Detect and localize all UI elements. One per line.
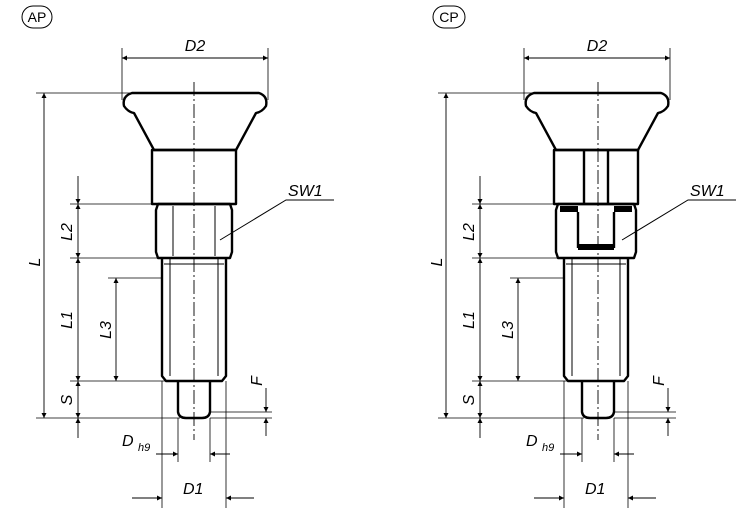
- ap-f-dimension: F: [210, 375, 272, 436]
- ap-sw1-label: SW1: [288, 183, 323, 200]
- cp-lock-notch: [554, 150, 638, 260]
- cp-l-label: L: [429, 258, 446, 267]
- ap-l3-dimension: L3: [98, 277, 162, 381]
- ap-d1-dimension: D1: [132, 381, 254, 508]
- ap-l1-label: L1: [59, 311, 76, 329]
- cp-drawing: CP: [429, 5, 736, 508]
- ap-s-label: S: [59, 394, 76, 405]
- cp-sw1-label: SW1: [690, 183, 725, 200]
- cp-d2-label: D2: [587, 38, 608, 55]
- cp-thread-body: [562, 258, 630, 383]
- ap-l2-dimension: L2: [59, 176, 158, 259]
- ap-tag: AP: [21, 5, 53, 29]
- cp-l3-dimension: L3: [500, 277, 564, 381]
- cp-d1-label: D1: [585, 481, 605, 498]
- cp-l1-label: L1: [461, 311, 478, 329]
- cp-knob: [524, 91, 670, 152]
- ap-dh9-dimension: D h9: [122, 418, 230, 462]
- ap-hex-nut: [154, 202, 234, 260]
- cp-d2-dimension: D2: [523, 38, 671, 100]
- cp-l3-label: L3: [500, 321, 517, 339]
- cp-s-dimension: S: [461, 381, 483, 438]
- ap-l3-label: L3: [98, 321, 115, 339]
- ap-drawing: AP D2 SW: [21, 5, 334, 508]
- cp-sw1-callout: SW1: [621, 183, 736, 241]
- ap-s-dimension: S: [59, 381, 81, 438]
- cp-dh9-dimension: D h9: [526, 418, 634, 462]
- cp-tag-label: CP: [439, 9, 458, 25]
- ap-knob: [122, 91, 268, 152]
- ap-l-label: L: [27, 258, 44, 267]
- cp-collar: [552, 148, 640, 206]
- ap-l2-label: L2: [59, 223, 76, 241]
- cp-l1-dimension: L1: [461, 258, 568, 382]
- cp-l2-dimension: L2: [461, 176, 558, 259]
- ap-d-subscript: h9: [138, 442, 150, 454]
- cp-s-label: S: [461, 394, 478, 405]
- cp-f-dimension: F: [614, 375, 676, 436]
- ap-d2-dimension: D2: [121, 38, 269, 100]
- ap-f-label: F: [249, 375, 266, 386]
- ap-l1-dimension: L1: [59, 258, 166, 382]
- cp-d1-dimension: D1: [534, 381, 656, 508]
- cp-d-subscript: h9: [542, 442, 554, 454]
- ap-tag-label: AP: [28, 9, 47, 25]
- cp-f-label: F: [651, 375, 668, 386]
- ap-d-label: D: [122, 433, 134, 450]
- ap-d2-label: D2: [185, 38, 206, 55]
- cp-tag: CP: [432, 5, 466, 29]
- cp-l-dimension: L: [429, 92, 584, 419]
- ap-l-dimension: L: [27, 92, 180, 419]
- cp-l2-label: L2: [461, 223, 478, 241]
- ap-sw1-callout: SW1: [219, 183, 334, 241]
- ap-d1-label: D1: [183, 481, 203, 498]
- cp-d-label: D: [526, 433, 538, 450]
